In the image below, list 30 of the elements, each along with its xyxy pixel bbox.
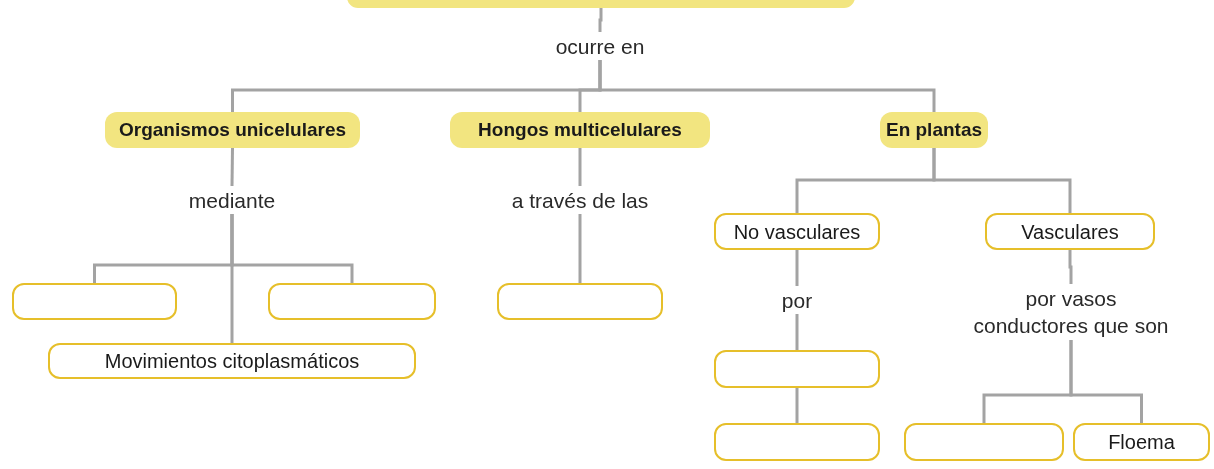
- empty-answer-box: [904, 423, 1064, 461]
- empty-answer-box: [714, 423, 880, 461]
- connector-line: [932, 148, 1072, 213]
- empty-answer-box: [12, 283, 177, 320]
- concept-box: No vasculares: [714, 213, 880, 250]
- concept-box: Floema: [1073, 423, 1210, 461]
- concept-box: Vasculares: [985, 213, 1155, 250]
- empty-answer-box: [497, 283, 663, 320]
- empty-answer-box: [268, 283, 436, 320]
- connector-line: [1069, 340, 1143, 423]
- connector-line: [578, 148, 582, 186]
- connector-line: [230, 147, 234, 187]
- connector-line: [578, 214, 582, 283]
- connector-line: [1068, 250, 1073, 284]
- connector-line: [795, 388, 799, 423]
- linking-phrase: a través de las: [495, 186, 665, 214]
- linking-phrase: ocurre en: [530, 32, 670, 60]
- category-box: En plantas: [880, 112, 988, 148]
- concept-box: Movimientos citoplasmáticos: [48, 343, 416, 379]
- connector-line: [230, 214, 234, 343]
- category-box: Organismos unicelulares: [105, 112, 360, 148]
- linking-phrase: mediante: [162, 186, 302, 214]
- empty-answer-box: [714, 350, 880, 388]
- connector-line: [598, 60, 936, 112]
- linking-phrase: por vasos conductores que son: [966, 284, 1176, 340]
- linking-phrase: por: [762, 286, 832, 314]
- connector-line: [795, 250, 799, 286]
- category-box: Hongos multicelulares: [450, 112, 710, 148]
- connector-line: [598, 8, 603, 32]
- connector-line: [795, 314, 799, 350]
